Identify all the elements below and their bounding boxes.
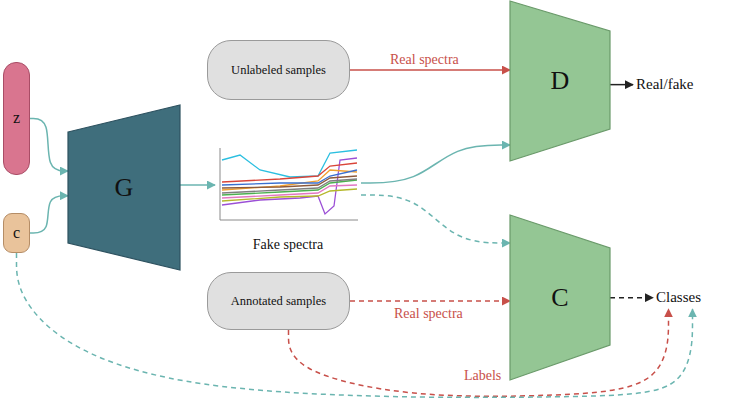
data-box: Unlabeled samples: [207, 40, 350, 100]
discriminator-block: D: [510, 1, 610, 161]
spectrum-line: [222, 163, 357, 182]
data-box: Annotated samples: [207, 272, 350, 330]
output-text: Real/fake: [636, 76, 693, 93]
spectrum-line: [222, 189, 357, 201]
output-text: Classes: [656, 289, 701, 306]
connector-arrow: [350, 69, 510, 71]
edge-label: Labels: [462, 368, 503, 383]
condition-vector: c: [3, 213, 30, 253]
connector-arrow: [30, 119, 68, 172]
generator-block: G: [68, 105, 180, 270]
node-label: Fake spectra: [253, 237, 323, 253]
block-letter: D: [551, 66, 570, 96]
dashed-connector: [610, 297, 653, 299]
dashed-connector: [361, 195, 510, 243]
classifier-block: C: [510, 215, 610, 380]
spectrum-line: [222, 158, 357, 214]
trapezoid-outline: [68, 105, 180, 270]
node-label: Real/fake: [636, 76, 693, 93]
dashed-connector: [289, 309, 669, 396]
trapezoid-outline: [510, 215, 610, 380]
block-letter: G: [115, 173, 134, 203]
node-label: Classes: [656, 289, 701, 306]
spectra-curves: [222, 150, 357, 214]
plot-axes: [220, 148, 358, 220]
node-label: Unlabeled samples: [231, 63, 326, 77]
axis-line: [220, 148, 358, 220]
latent-vector: z: [3, 62, 30, 175]
block-letter: c: [13, 224, 20, 242]
spectrum-line: [222, 179, 357, 193]
dashed-connector: [350, 300, 510, 302]
connector-arrow: [361, 145, 510, 183]
spectrum-line: [222, 150, 357, 177]
edge-label: Real spectra: [392, 306, 465, 321]
block-letter: C: [551, 283, 568, 313]
trapezoid-outline: [510, 1, 610, 161]
fake-spectra-plot: Fake spectra: [215, 145, 361, 253]
block-letter: z: [13, 109, 20, 127]
connector-arrow: [180, 184, 215, 186]
connector-arrow: [30, 196, 68, 233]
connector-arrow: [610, 84, 633, 86]
edge-label: Real spectra: [388, 52, 461, 67]
node-label: Annotated samples: [231, 294, 326, 308]
